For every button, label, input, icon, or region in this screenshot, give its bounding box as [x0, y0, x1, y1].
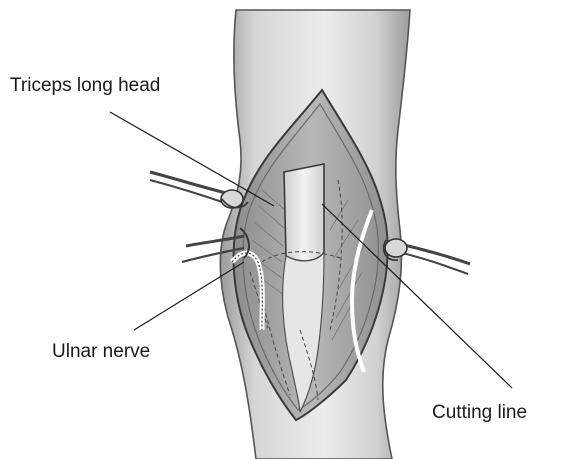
label-ulnar-nerve: Ulnar nerve — [52, 341, 150, 363]
triceps-tendon-flap — [284, 164, 324, 261]
label-cutting-line: Cutting line — [432, 402, 527, 424]
left-retractor — [150, 172, 248, 208]
label-triceps-long-head: Triceps long head — [10, 75, 160, 97]
